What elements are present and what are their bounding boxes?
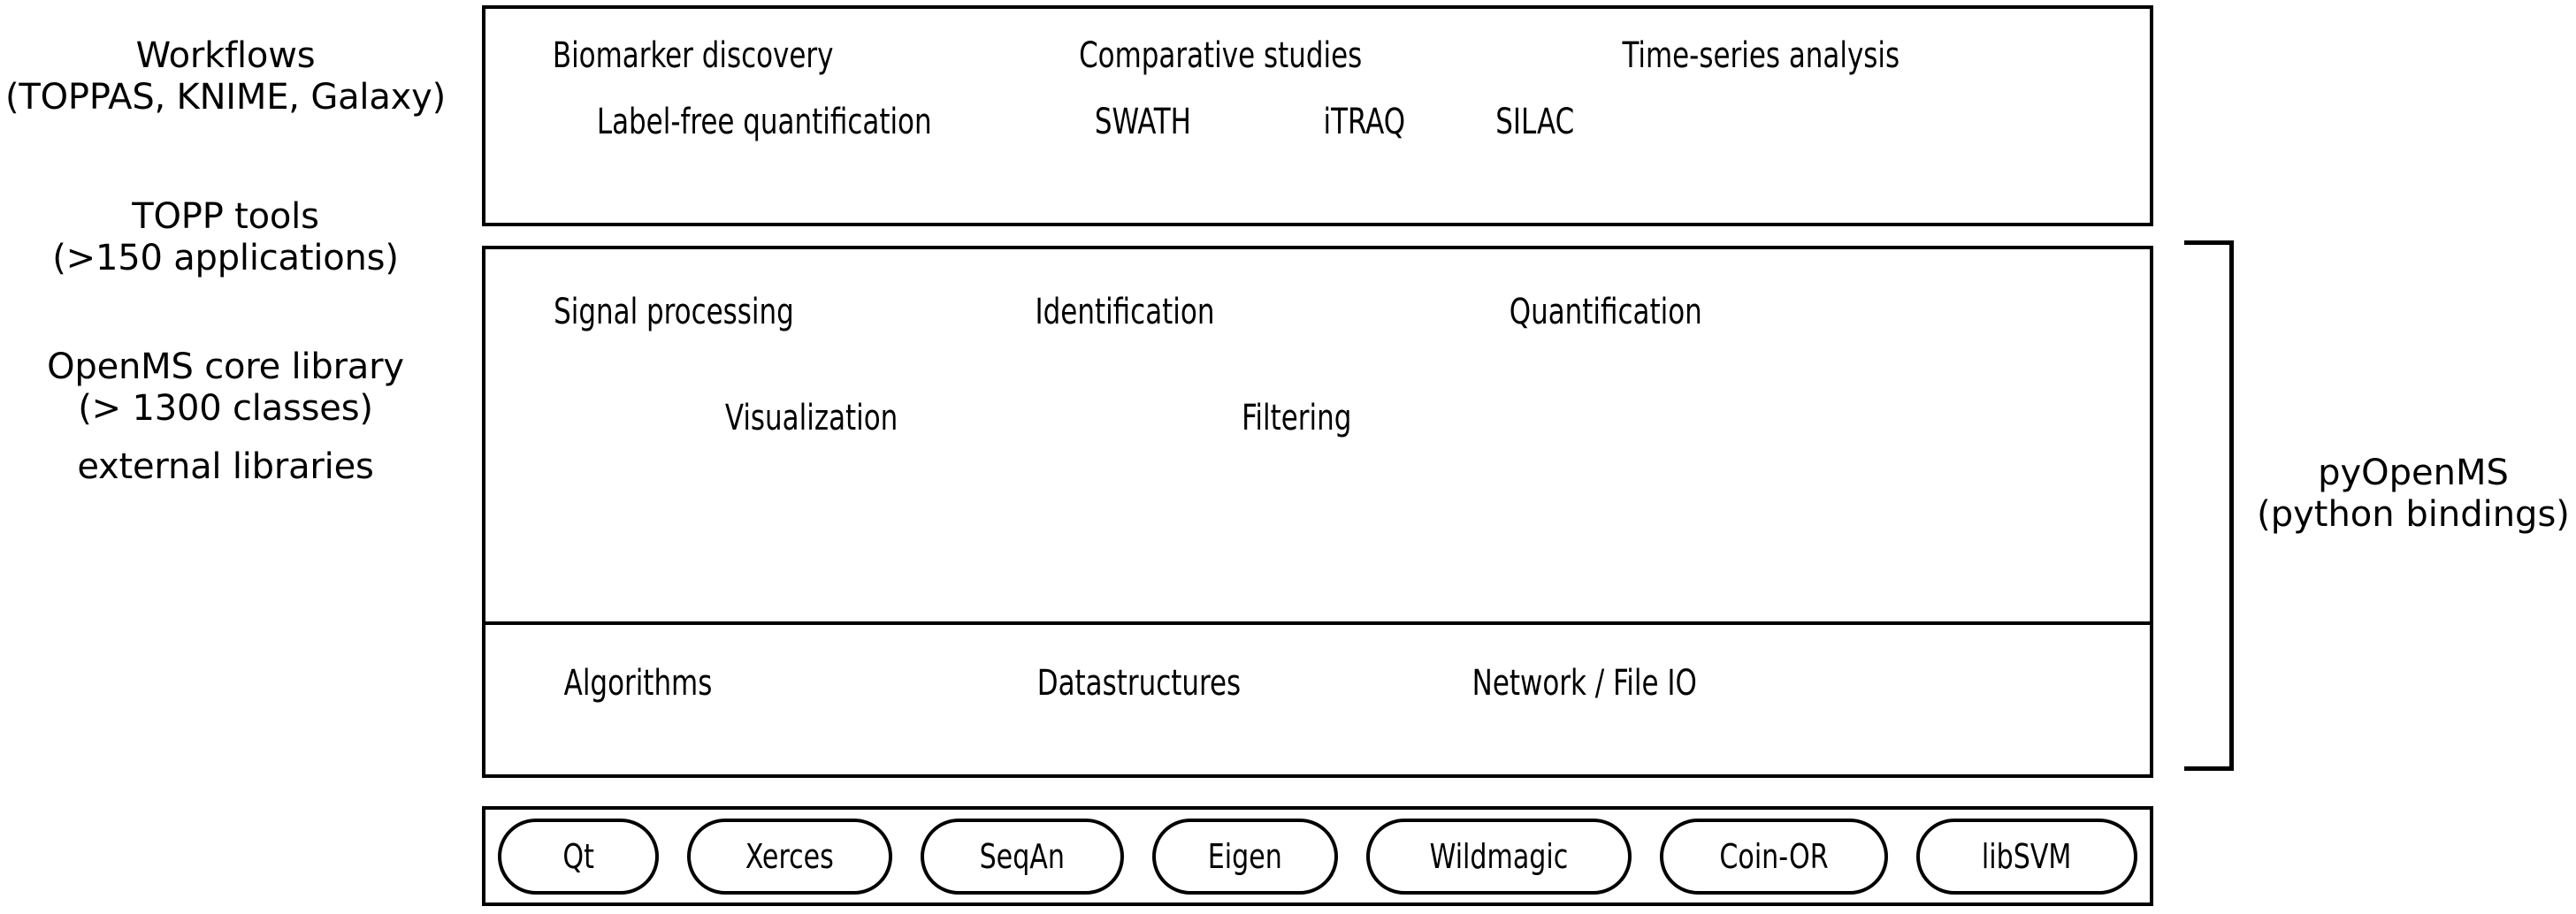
workflow-item-comparative-studies: Comparative studies xyxy=(1079,35,1363,76)
external-library-pill-seqan: SeqAn xyxy=(921,819,1124,895)
external-library-label-eigen: Eigen xyxy=(1207,837,1283,876)
topp-item-filtering: Filtering xyxy=(1242,398,1352,438)
external-library-pill-libsvm: libSVM xyxy=(1916,819,2137,895)
topp-item-quantification: Quantification xyxy=(1509,292,1702,332)
external-library-label-coin-or: Coin-OR xyxy=(1719,837,1829,876)
pyopenms-caption-line1: pyOpenMS xyxy=(2318,453,2509,493)
workflow-item-biomarker-discovery: Biomarker discovery xyxy=(552,35,834,76)
tier-label-external-libraries: external libraries xyxy=(0,446,451,488)
external-library-pill-wildmagic: Wildmagic xyxy=(1366,819,1632,895)
topp-and-core-box: Signal processing Identification Quantif… xyxy=(482,246,2153,778)
tier-label-openms-core: OpenMS core library (> 1300 classes) xyxy=(0,347,451,430)
topp-item-identification: Identification xyxy=(1035,292,1215,332)
tier-label-topp-tools-line1: TOPP tools xyxy=(132,196,319,237)
core-item-datastructures: Datastructures xyxy=(1036,663,1242,704)
tier-label-topp-tools-line2: (>150 applications) xyxy=(52,238,399,279)
workflow-item-label-free-quantification: Label-free quantification xyxy=(596,102,932,142)
external-libraries-pill-row: Qt Xerces SeqAn Eigen Wildmagic Coin-OR … xyxy=(498,819,2137,895)
external-library-pill-xerces: Xerces xyxy=(687,819,892,895)
external-library-label-qt: Qt xyxy=(562,837,594,876)
pyopenms-caption: pyOpenMS (python bindings) xyxy=(2251,453,2576,536)
workflow-item-swath: SWATH xyxy=(1094,102,1191,142)
tier-label-topp-tools: TOPP tools (>150 applications) xyxy=(0,196,451,279)
external-library-label-seqan: SeqAn xyxy=(979,837,1066,876)
tier-label-workflows-line1: Workflows xyxy=(135,35,316,76)
tier-label-workflows-line2: (TOPPAS, KNIME, Galaxy) xyxy=(4,77,447,118)
pyopenms-bracket xyxy=(2184,240,2234,771)
bracket-cap-top xyxy=(2184,240,2234,245)
pyopenms-caption-line2: (python bindings) xyxy=(2257,494,2570,536)
external-library-label-libsvm: libSVM xyxy=(1982,837,2072,876)
workflow-item-time-series-analysis: Time-series analysis xyxy=(1622,35,1900,76)
core-item-algorithms: Algorithms xyxy=(563,663,713,704)
external-library-pill-coin-or: Coin-OR xyxy=(1660,819,1888,895)
tier-label-workflows: Workflows (TOPPAS, KNIME, Galaxy) xyxy=(0,35,451,118)
topp-item-visualization: Visualization xyxy=(724,398,898,438)
workflow-item-silac: SILAC xyxy=(1495,102,1575,142)
tier-label-external-libraries-line1: external libraries xyxy=(77,446,374,487)
external-library-label-wildmagic: Wildmagic xyxy=(1429,837,1569,876)
external-library-label-xerces: Xerces xyxy=(745,837,834,876)
core-item-network-file-io: Network / File IO xyxy=(1471,663,1697,704)
workflow-item-itraq: iTRAQ xyxy=(1323,102,1406,142)
external-libraries-box: Qt Xerces SeqAn Eigen Wildmagic Coin-OR … xyxy=(482,806,2153,906)
tier-label-openms-core-line2: (> 1300 classes) xyxy=(78,388,373,430)
tier-label-openms-core-line1: OpenMS core library xyxy=(47,347,404,387)
bracket-vertical-line xyxy=(2229,240,2234,771)
external-library-pill-eigen: Eigen xyxy=(1152,819,1338,895)
workflows-box: Biomarker discovery Comparative studies … xyxy=(482,5,2153,226)
topp-core-divider xyxy=(485,621,2150,625)
external-library-pill-qt: Qt xyxy=(498,819,659,895)
topp-item-signal-processing: Signal processing xyxy=(554,292,794,332)
bracket-cap-bottom xyxy=(2184,766,2234,771)
